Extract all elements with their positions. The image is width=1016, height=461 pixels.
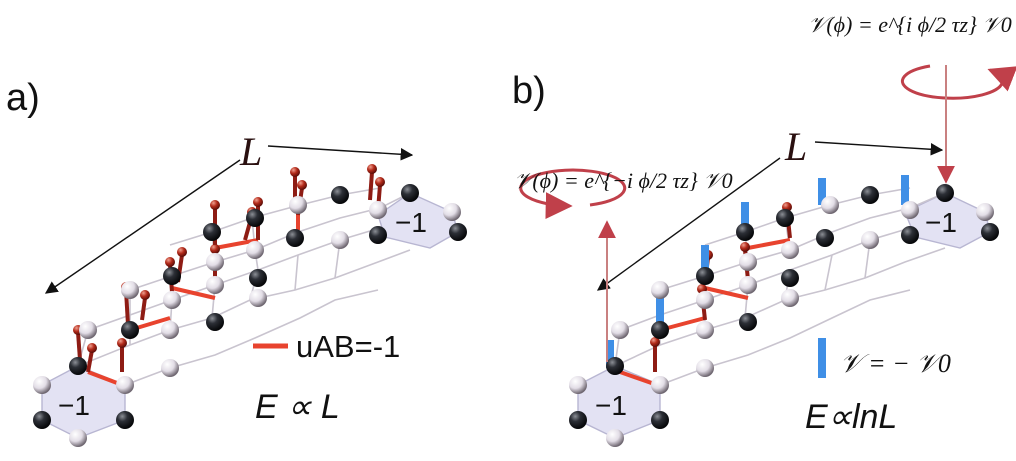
panel-a-defect-label-right: −1	[395, 207, 427, 238]
panel-b: b)	[512, 12, 1016, 447]
panel-b-rotation-right-loop	[900, 64, 1016, 100]
panel-a-length-label: L	[239, 129, 262, 174]
panel-b-length-arrow-right	[814, 141, 944, 156]
panel-a-defect-label-left: −1	[58, 390, 90, 421]
panel-b-defect-label-right: −1	[925, 207, 957, 238]
panel-b-rotation-left: 𝒱(ϕ) = e^{−i ϕ/2 τz} 𝒱0	[514, 168, 733, 362]
panel-a-length-arrow-right	[267, 145, 414, 161]
panel-b-length-label: L	[784, 124, 807, 169]
panel-a-scaling-label: E ∝ L	[255, 388, 340, 426]
panel-b-defect-label-left: −1	[595, 390, 627, 421]
panel-a-legend-text: uAB=-1	[296, 329, 400, 364]
panel-b-atoms	[569, 184, 999, 447]
panel-a-atoms	[33, 184, 467, 447]
panel-b-label: b)	[512, 70, 546, 112]
panel-b-rotation-left-label: 𝒱(ϕ) = e^{−i ϕ/2 τz} 𝒱0	[514, 168, 733, 193]
panel-b-rotation-right-label: 𝒱(ϕ) = e^{i ϕ/2 τz} 𝒱0	[808, 12, 1012, 37]
panel-b-legend-text: 𝒱 = − 𝒱0	[840, 349, 951, 378]
panel-a: a)	[6, 77, 467, 447]
panel-b-rotation-left-loop	[519, 168, 627, 220]
panel-b-rotation-right: 𝒱(ϕ) = e^{i ϕ/2 τz} 𝒱0	[808, 12, 1016, 184]
panel-b-length-arrow-left	[596, 157, 781, 291]
panel-a-label: a)	[6, 77, 40, 119]
panel-b-scaling-label: E∝lnL	[805, 398, 897, 436]
panel-a-length-arrow-left	[44, 159, 241, 294]
